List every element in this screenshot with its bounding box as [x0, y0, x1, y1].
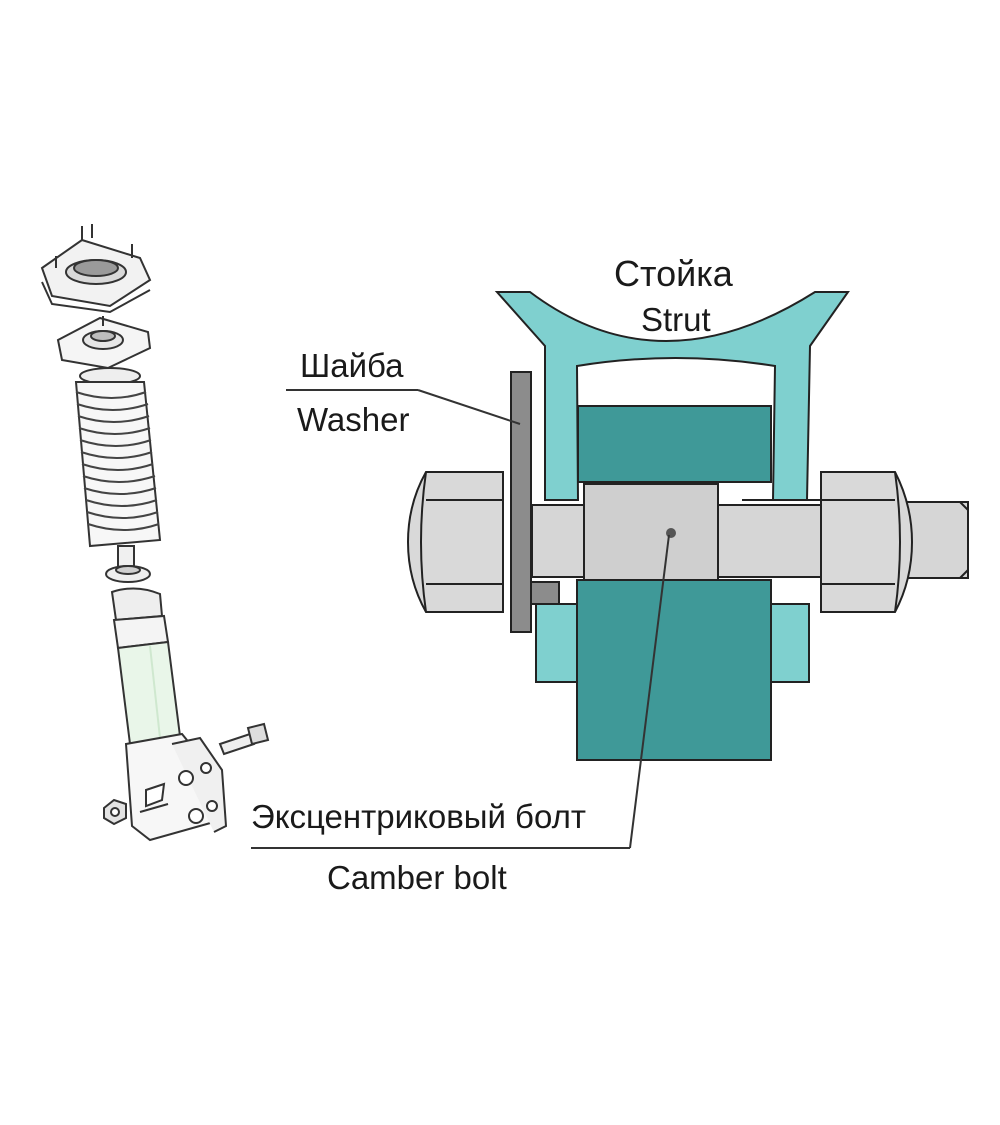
strut-assembly-drawing	[40, 224, 270, 842]
strut-lower-ear-right	[770, 603, 810, 683]
strut-section	[494, 291, 850, 501]
nut-part	[103, 798, 127, 826]
leader-lines	[251, 389, 670, 849]
camber-bolt-part	[218, 722, 270, 756]
cross-section	[251, 291, 969, 849]
cam-center-point	[666, 528, 676, 538]
knuckle-upper-section	[577, 405, 772, 483]
nut	[820, 471, 914, 613]
bolt-threaded-end	[904, 501, 969, 579]
washer-label-ru: Шайба	[300, 347, 404, 384]
bolt-label-ru: Эксцентриковый болт	[251, 798, 586, 835]
eccentric-cam	[583, 483, 719, 581]
upper-spring-seat	[56, 316, 152, 370]
strut-label-en: Strut	[641, 301, 711, 338]
knuckle-bracket	[124, 732, 228, 842]
strut-label-ru: Стойка	[614, 253, 733, 294]
coil-spring-bellows	[74, 367, 162, 548]
piston-rod	[105, 545, 151, 583]
top-mount-plate	[40, 224, 152, 314]
washer-label-en: Washer	[297, 401, 410, 438]
knuckle-lower-section	[576, 579, 772, 761]
washer	[510, 371, 532, 633]
shock-absorber-body	[110, 587, 182, 746]
bolt-head	[406, 471, 504, 613]
strut-lower-ear-left	[535, 603, 579, 683]
bolt-label-en: Camber bolt	[327, 859, 507, 896]
